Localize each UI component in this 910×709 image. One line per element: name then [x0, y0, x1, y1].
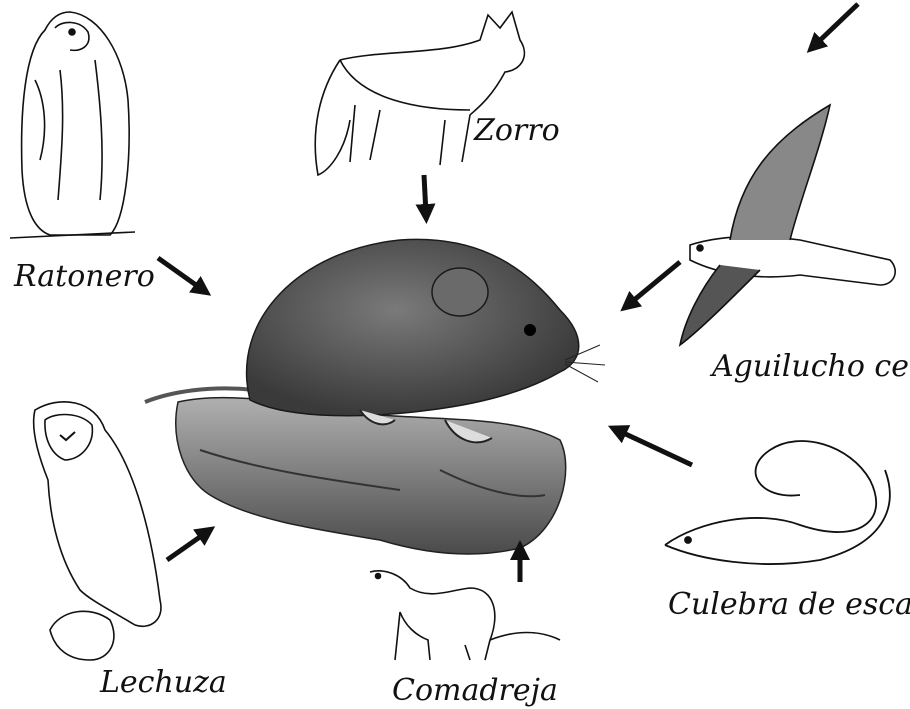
comadreja-illustration [370, 571, 560, 660]
vole-eye [524, 324, 536, 336]
label-aguilucho-cenizo: Aguilucho cenizo [712, 352, 910, 382]
lechuza-illustration [34, 402, 161, 660]
vole-ear [432, 268, 488, 316]
arrow-top-right [814, 4, 858, 46]
label-culebra-de-escalera: Culebra de escalera [668, 590, 910, 620]
arrow-culebra [617, 430, 692, 465]
zorro-illustration [315, 12, 524, 175]
vole-illustration [145, 239, 605, 554]
label-lechuza: Lechuza [100, 668, 227, 698]
label-ratonero: Ratonero [14, 262, 155, 292]
culebra-illustration [665, 441, 890, 564]
arrow-lechuza [167, 532, 207, 560]
ratonero-illustration [10, 12, 135, 238]
arrow-zorro [424, 175, 426, 214]
arrow-aguilucho [628, 262, 680, 305]
label-comadreja: Comadreja [392, 676, 558, 706]
arrow-ratonero [158, 258, 203, 290]
label-zorro: Zorro [474, 116, 560, 146]
aguilucho-illustration [680, 105, 895, 345]
